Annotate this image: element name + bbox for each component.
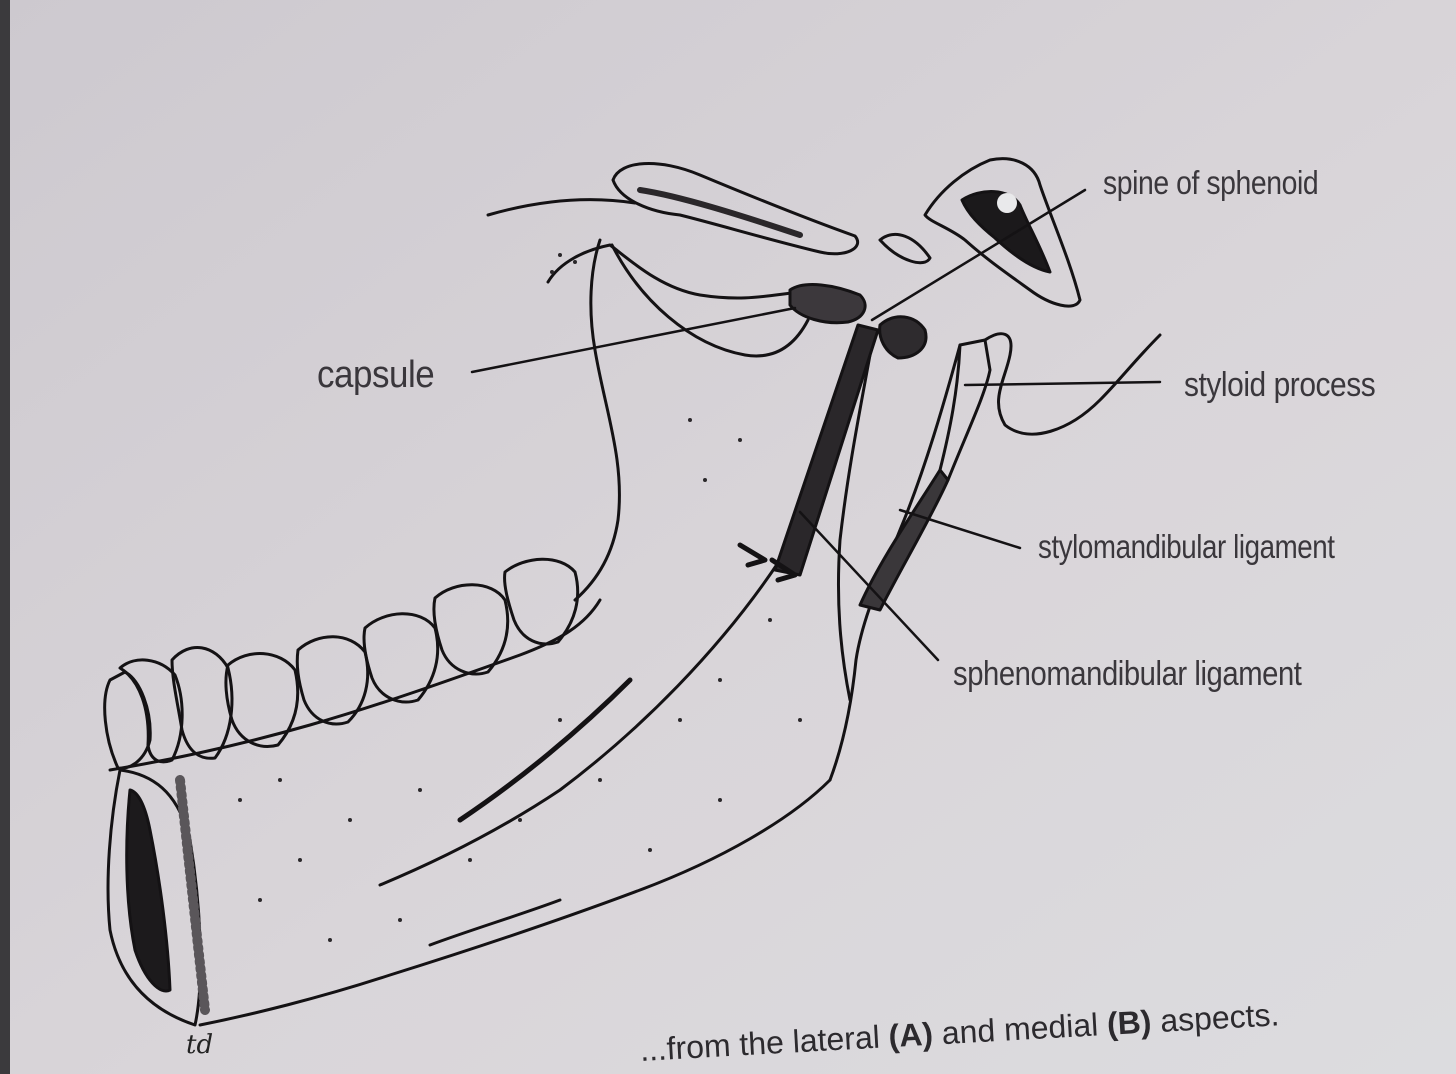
artist-signature: td bbox=[186, 1030, 213, 1060]
caption-a: (A) bbox=[888, 1016, 934, 1054]
foramen bbox=[997, 193, 1017, 213]
caption-b: (B) bbox=[1106, 1003, 1152, 1041]
label-styloid-process: styloid process bbox=[1184, 366, 1375, 405]
label-sphenomandibular-ligament: sphenomandibular ligament bbox=[953, 655, 1301, 694]
caption-suffix: aspects. bbox=[1159, 996, 1280, 1039]
caption-middle: and medial bbox=[941, 1006, 1099, 1051]
label-stylomandibular-ligament: stylomandibular ligament bbox=[1038, 528, 1335, 566]
label-capsule: capsule bbox=[317, 354, 434, 397]
page-edge bbox=[0, 0, 10, 1074]
label-spine-of-sphenoid: spine of sphenoid bbox=[1103, 164, 1318, 202]
